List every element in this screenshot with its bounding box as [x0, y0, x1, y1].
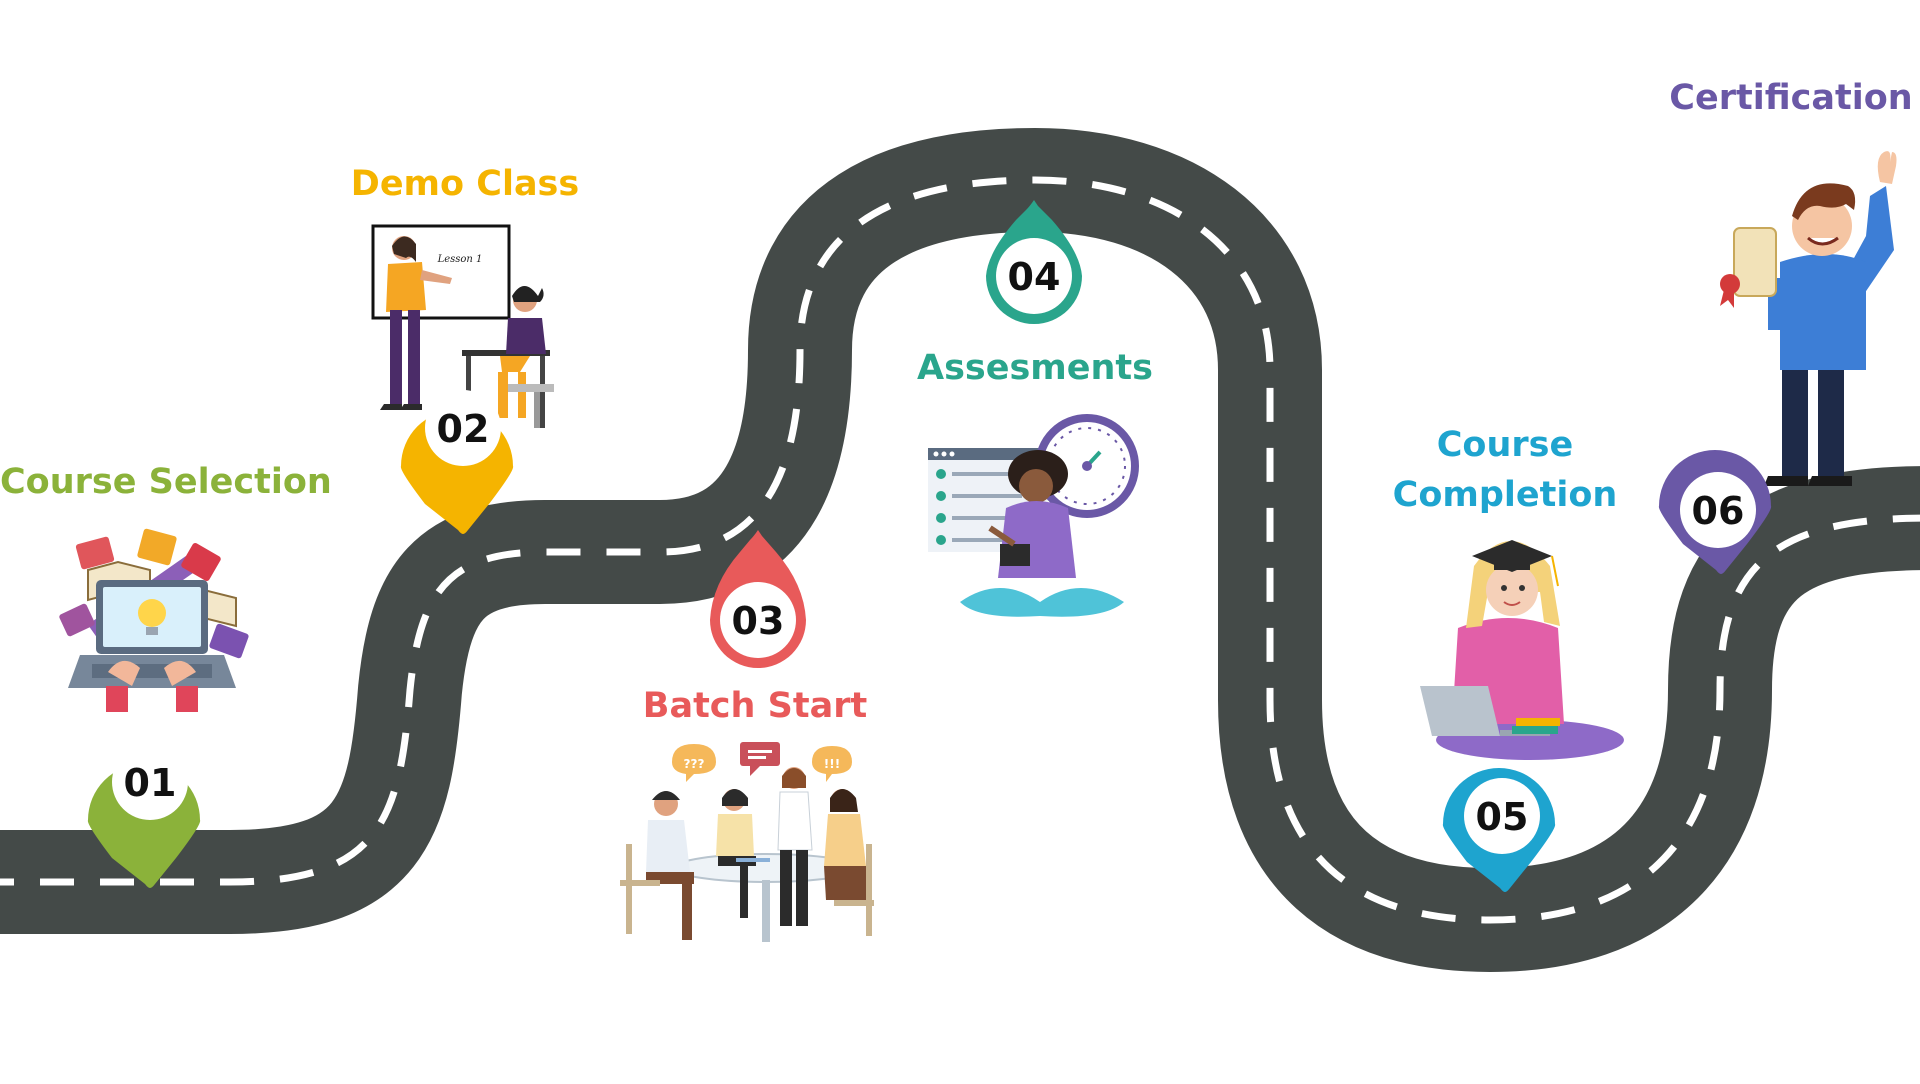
graduate-laptop-illustration: [1420, 540, 1624, 760]
whiteboard-text: Lesson 1: [437, 254, 483, 265]
step-title-batch-start: Batch Start: [642, 686, 868, 726]
pin-01-number: 01: [124, 761, 177, 805]
pin-04: 04: [986, 200, 1082, 324]
teacher-whiteboard-illustration: Lesson 1: [371, 224, 554, 428]
step-title-course-completion-line2: Completion: [1392, 475, 1618, 515]
student-clock-illustration: [928, 414, 1139, 617]
certificate-holder-illustration: [1720, 151, 1897, 486]
pin-04-number: 04: [1008, 255, 1061, 299]
pin-06: 06: [1658, 450, 1772, 574]
laptop-books-illustration: [59, 528, 249, 712]
pin-05: 05: [1442, 768, 1556, 892]
step-title-course-completion-line1: Course: [1436, 425, 1574, 465]
pin-06-number: 06: [1692, 489, 1745, 533]
pin-05-number: 05: [1476, 795, 1529, 839]
svg-text:!!!: !!!: [824, 757, 840, 771]
pin-02-number: 02: [437, 407, 490, 451]
step-title-course-selection: Course Selection: [0, 462, 332, 502]
step-title-certification: Certification: [1669, 78, 1913, 118]
step-title-demo-class: Demo Class: [350, 164, 580, 204]
pin-01: 01: [87, 744, 201, 888]
step-title-course-completion: Course Completion: [1370, 420, 1640, 520]
svg-text:???: ???: [684, 757, 705, 771]
pin-02: 02: [400, 390, 514, 534]
pin-03-number: 03: [732, 599, 785, 643]
step-title-assesments: Assesments: [916, 348, 1153, 388]
pin-03: 03: [710, 530, 806, 668]
group-meeting-illustration: ??? !!!: [620, 742, 874, 942]
